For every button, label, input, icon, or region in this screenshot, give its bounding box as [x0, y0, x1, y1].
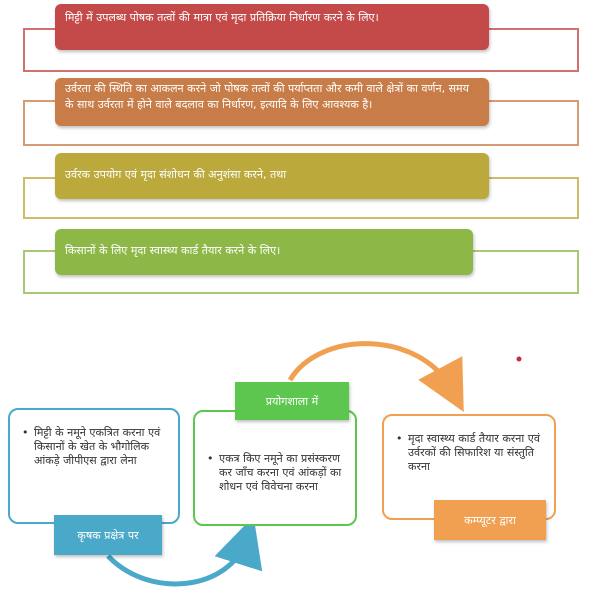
step-text-field: मिट्टी के नमूने एकत्रित करना एवं किसानों… [34, 426, 161, 467]
bullet: • [207, 452, 214, 465]
objective-bar-2: उर्वरता की स्थिति का आकलन करने जो पोषक त… [55, 78, 489, 126]
step-tag-field: कृषक प्रक्षेत्र पर [54, 515, 162, 555]
objective-bar-3: उर्वरक उपयोग एवं मृदा संशोधन की अनुशंसा … [55, 153, 489, 199]
step-tag-computer: कम्प्यूटर द्वारा [434, 500, 546, 540]
step-card-field: • मिट्टी के नमूने एकत्रित करना एवं किसान… [8, 408, 180, 524]
objective-bar-1: मिट्टी में उपलब्ध पोषक तत्वों की मात्रा … [55, 4, 489, 50]
arrow-lab-to-computer [287, 341, 464, 413]
objective-bar-4: किसानों के लिए मृदा स्वास्थ्य कार्ड तैया… [55, 229, 473, 275]
arrow-field-to-lab [106, 516, 263, 587]
bullet: • [22, 426, 29, 439]
step-text-lab: एकत्र किए नमूने का प्रसंस्करण कर जाँच कर… [219, 452, 342, 493]
bullet: • [396, 432, 403, 445]
step-text-computer: मृदा स्वास्थ्य कार्ड तैयार करना एवं उर्व… [408, 432, 540, 473]
step-tag-lab: प्रयोगशाला में [235, 382, 349, 420]
decorative-dot [516, 356, 522, 362]
step-card-lab: • एकत्र किए नमूने का प्रसंस्करण कर जाँच … [193, 410, 357, 526]
